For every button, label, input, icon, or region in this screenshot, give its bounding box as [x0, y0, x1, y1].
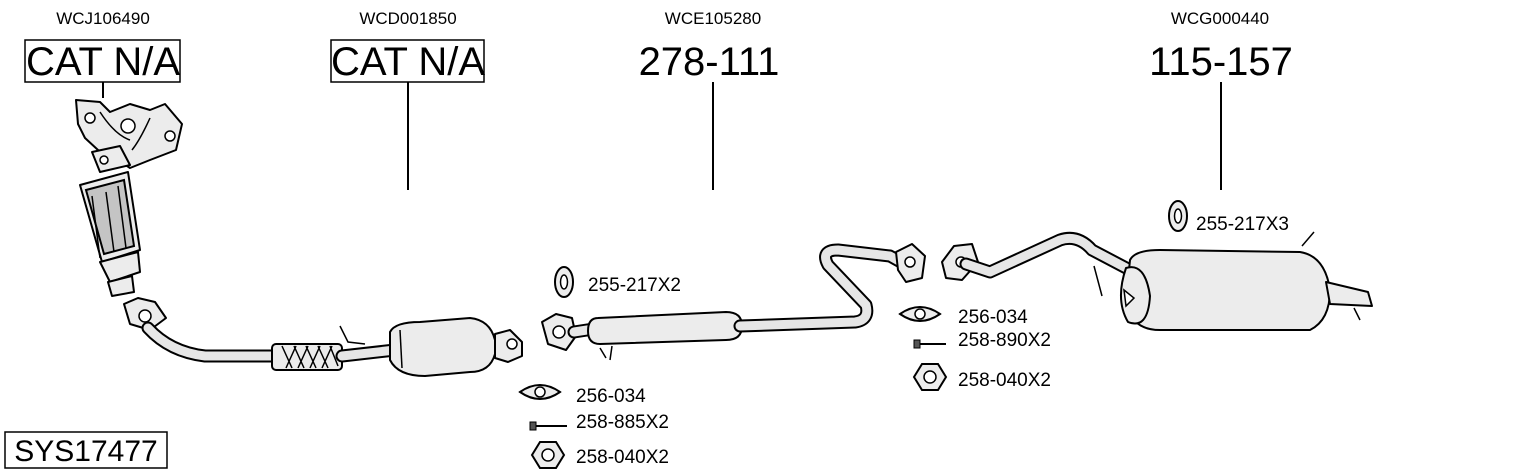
rubber-hanger-icon [554, 266, 574, 298]
component-ref-1: WCJ106490 [56, 9, 150, 28]
fitting-label-3[interactable]: 258-885X2 [576, 412, 669, 433]
bolt-icon [529, 421, 567, 431]
fitting-label-8[interactable]: 255-217X3 [1196, 214, 1289, 235]
gasket-icon [518, 384, 562, 400]
part-number-3[interactable]: 278-111 [639, 40, 780, 84]
nut-icon [912, 363, 948, 391]
fitting-label-7[interactable]: 258-040X2 [958, 370, 1051, 391]
fitting-label-1[interactable]: 255-217X2 [588, 275, 681, 296]
component-ref-3: WCE105280 [665, 9, 761, 28]
gasket-icon [898, 306, 942, 322]
fitting-label-5[interactable]: 256-034 [958, 307, 1028, 328]
bolt-icon [913, 339, 946, 349]
secondary-catalyst[interactable] [389, 317, 523, 377]
centre-silencer[interactable] [541, 243, 926, 361]
component-ref-2: WCD001850 [359, 9, 456, 28]
part-number-4[interactable]: 115-157 [1149, 40, 1293, 84]
part-number-1[interactable]: CAT N/A [26, 40, 180, 84]
system-id: SYS17477 [14, 435, 157, 468]
part-number-2[interactable]: CAT N/A [331, 40, 485, 84]
nut-icon [530, 441, 566, 469]
rubber-hanger-icon [1168, 200, 1188, 232]
component-ref-4: WCG000440 [1171, 9, 1269, 28]
fitting-label-4[interactable]: 258-040X2 [576, 447, 669, 468]
manifold-catalyst[interactable] [75, 99, 183, 297]
fitting-label-6[interactable]: 258-890X2 [958, 330, 1051, 351]
rear-silencer[interactable] [941, 231, 1373, 331]
system-id-box [4, 431, 168, 469]
front-pipe[interactable] [123, 297, 402, 371]
fitting-label-2[interactable]: 256-034 [576, 386, 646, 407]
